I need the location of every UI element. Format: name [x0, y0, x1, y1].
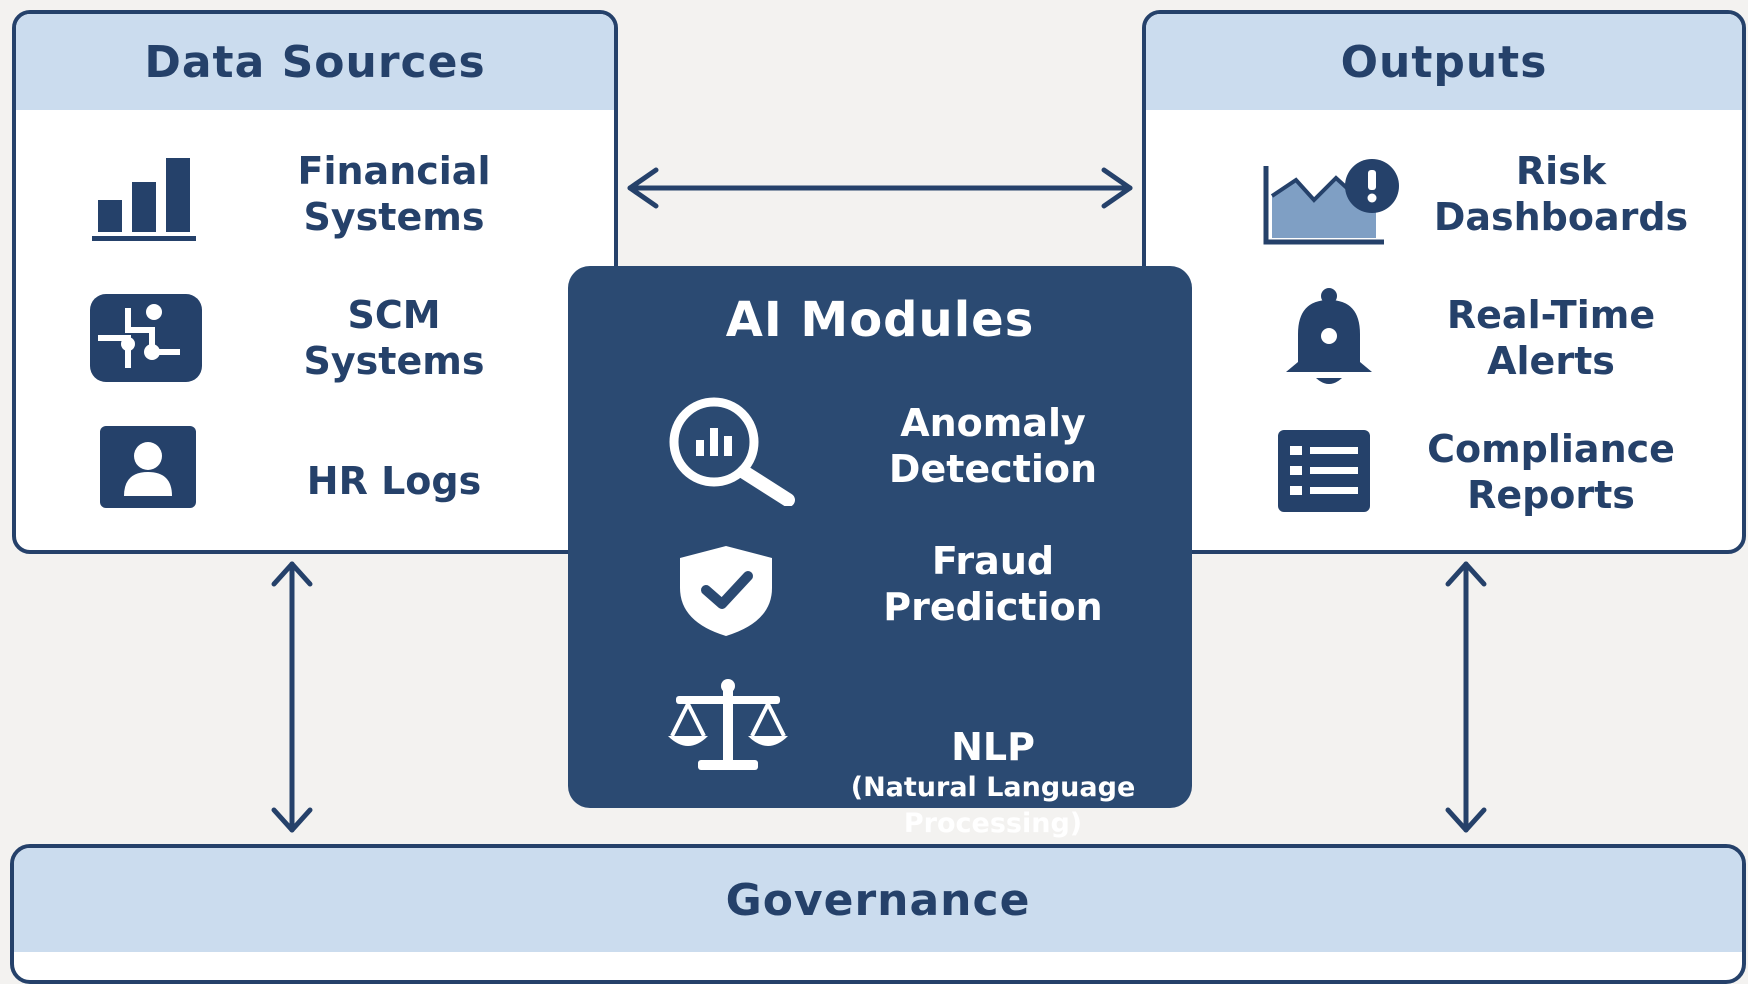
magnifier-chart-icon — [669, 397, 795, 506]
fraud-prediction-label: Fraud Prediction — [883, 539, 1103, 629]
bell-icon — [1286, 288, 1372, 384]
scales-icon — [668, 679, 788, 770]
nlp-subtitle: (Natural Language Processing) — [850, 772, 1136, 839]
hr-logs-label: HR Logs — [306, 459, 482, 503]
data-sources-panel: Data Sources Financial Systems SCM Syste… — [12, 10, 618, 554]
governance-title: Governance — [14, 848, 1742, 952]
user-icon — [100, 426, 196, 508]
real-time-alerts-label: Real-Time Alerts — [1446, 293, 1656, 383]
puzzle-icon — [90, 294, 202, 382]
nlp-title: NLP — [951, 725, 1035, 769]
financial-systems-label: Financial Systems — [297, 149, 491, 239]
list-icon — [1278, 430, 1370, 512]
outputs-panel: Outputs Risk Dashboards Real-Time Alerts… — [1142, 10, 1746, 554]
nlp-label: NLP (Natural Language Processing) — [818, 678, 1168, 888]
anomaly-detection-label: Anomaly Detection — [888, 401, 1098, 491]
outputs-title: Outputs — [1146, 14, 1742, 110]
shield-check-icon — [680, 546, 772, 636]
compliance-reports-label: Compliance Reports — [1427, 427, 1675, 517]
risk-dashboards-label: Risk Dashboards — [1433, 149, 1689, 239]
dashboard-alert-icon — [1263, 159, 1399, 245]
bar-chart-icon — [92, 158, 196, 241]
data-sources-title: Data Sources — [16, 14, 614, 110]
ai-modules-title: AI Modules — [725, 292, 1035, 348]
ai-modules-panel: AI Modules Anomaly Detection Fraud Predi… — [568, 266, 1192, 839]
scm-systems-label: SCM Systems — [303, 293, 485, 383]
connector-arrows — [271, 167, 1487, 833]
